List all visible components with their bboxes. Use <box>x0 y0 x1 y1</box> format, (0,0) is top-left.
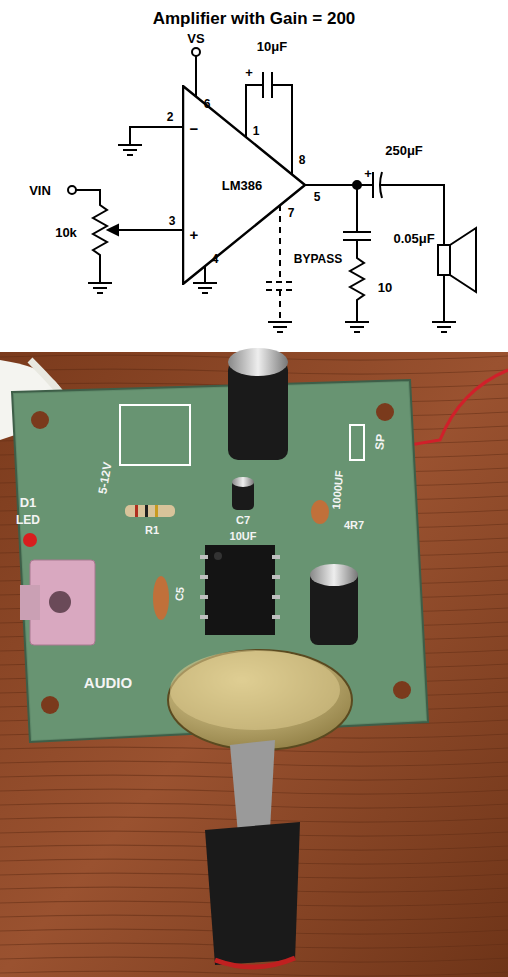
diagram-title: Amplifier with Gain = 200 <box>153 10 356 27</box>
schematic-label: + <box>190 227 199 242</box>
schematic-label: 6 <box>204 98 211 110</box>
schematic-label: − <box>190 121 199 136</box>
silkscreen-label: AUDIO <box>84 675 132 690</box>
schematic-label: 2 <box>167 111 174 123</box>
wires <box>68 48 476 322</box>
schematic-label: BYPASS <box>294 253 342 265</box>
schematic-label: 10 <box>378 281 392 294</box>
schematic-label: 7 <box>288 207 295 219</box>
schematic-label: 8 <box>299 154 306 166</box>
schematic-label: 5 <box>314 191 321 203</box>
silkscreen-label: 4R7 <box>344 520 364 531</box>
silkscreen-label: 10UF <box>230 531 257 542</box>
silkscreen-label: C5 <box>174 587 186 602</box>
silkscreen-label: R1 <box>145 525 159 536</box>
schematic-label: 4 <box>212 253 219 265</box>
silkscreen-label: LED <box>16 514 40 526</box>
schematic-label: 10μF <box>257 40 287 53</box>
silkscreen-label: SP <box>373 433 386 450</box>
schematic-label: + <box>245 66 253 79</box>
schematic-label: 1 <box>253 125 260 137</box>
chip-name: LM386 <box>222 179 262 192</box>
silkscreen-label: D1 <box>20 496 37 509</box>
schematic-label: 0.05μF <box>393 232 434 245</box>
schematic-label: 250μF <box>385 144 423 157</box>
schematic-label: 10k <box>55 226 77 239</box>
amplifier-triangle: LM386 <box>182 85 307 285</box>
silkscreen-label: C7 <box>236 515 250 526</box>
board-photo <box>0 348 508 977</box>
schematic-label: 3 <box>169 215 176 227</box>
schematic-label: VS <box>187 32 204 45</box>
schematic-label: VIN <box>29 184 51 197</box>
schematic-label: + <box>364 167 372 180</box>
